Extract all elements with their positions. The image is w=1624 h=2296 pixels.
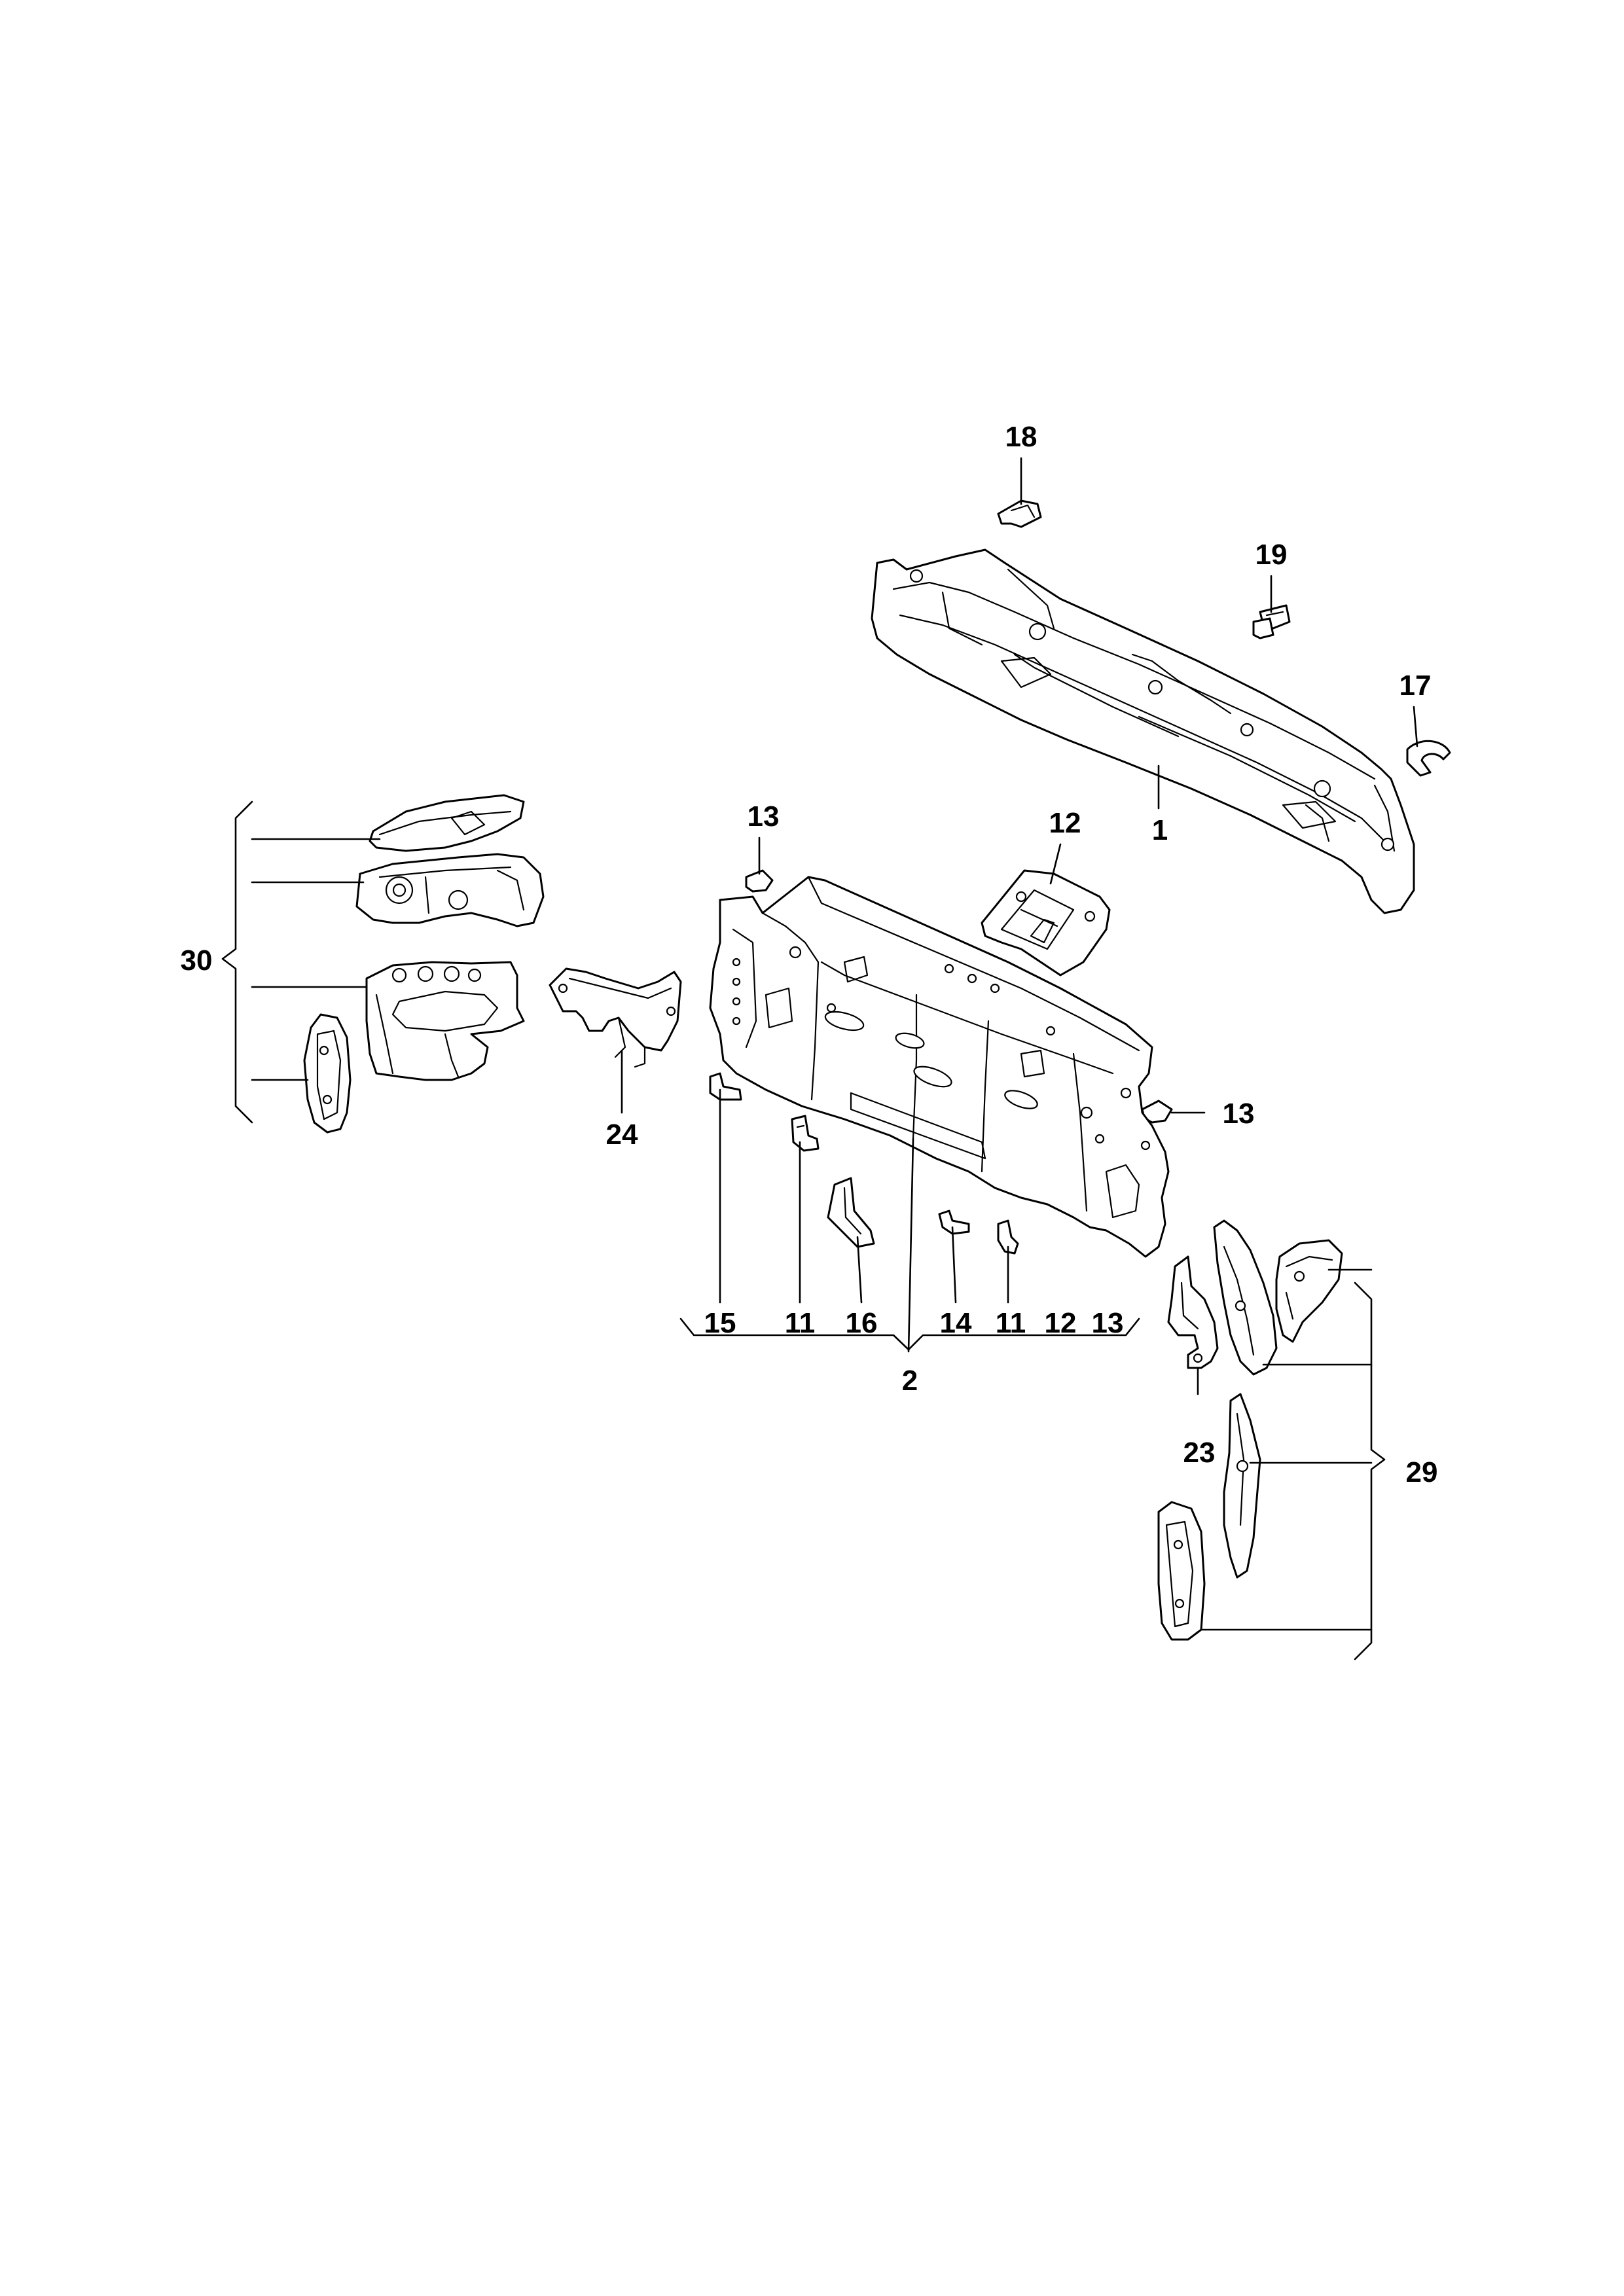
callout-23: 23 xyxy=(1183,1437,1216,1469)
part-30-upper-panel xyxy=(369,794,525,852)
part-11-clip-b xyxy=(997,1219,1019,1255)
callout-13-right: 13 xyxy=(1223,1098,1255,1130)
part-2-rear-panel xyxy=(709,876,1170,1258)
part-12-bracket xyxy=(981,869,1111,977)
callout-1: 1 xyxy=(1152,814,1168,846)
leader-lines xyxy=(251,457,1418,1631)
callout-11-a: 11 xyxy=(785,1307,816,1339)
part-18-clip xyxy=(997,499,1042,528)
group-braces xyxy=(221,800,1386,1660)
part-30-wheelhouse-panel xyxy=(365,961,525,1081)
callout-15: 15 xyxy=(704,1307,736,1339)
part-13-clip-top xyxy=(745,869,774,893)
part-29-lower-reinforcement xyxy=(1157,1501,1206,1641)
callout-17: 17 xyxy=(1399,670,1432,702)
part-29-upper-rail xyxy=(1213,1219,1278,1376)
brace-29 xyxy=(1354,1282,1386,1660)
part-23-bracket xyxy=(1167,1255,1219,1369)
callout-14: 14 xyxy=(940,1307,972,1339)
part-14-clip xyxy=(938,1210,970,1235)
callout-labels: 18 19 17 1 12 13 13 30 24 15 11 16 14 11… xyxy=(181,421,1438,1488)
part-19-bolt xyxy=(1252,604,1291,639)
callout-19: 19 xyxy=(1255,539,1288,571)
callout-18: 18 xyxy=(1005,421,1038,453)
part-16-bracket xyxy=(827,1177,875,1248)
callout-13-bottom: 13 xyxy=(1092,1307,1124,1339)
part-29-inner-rail xyxy=(1223,1393,1261,1579)
part-17-spring-clip xyxy=(1406,740,1451,777)
callout-16: 16 xyxy=(846,1307,878,1339)
callout-13-top: 13 xyxy=(748,800,780,833)
brace-30 xyxy=(221,800,253,1124)
part-15-clip xyxy=(709,1072,742,1101)
part-24-bracket xyxy=(549,967,682,1068)
part-1-rear-crossmember xyxy=(871,548,1415,914)
part-11-clip-a xyxy=(791,1115,820,1152)
callout-24: 24 xyxy=(606,1119,638,1151)
part-29-upper-gusset xyxy=(1275,1239,1343,1343)
part-30-inner-reinforcement xyxy=(303,1013,352,1134)
callout-11-b: 11 xyxy=(996,1307,1026,1339)
callout-29: 29 xyxy=(1406,1456,1438,1488)
callout-12-top: 12 xyxy=(1049,807,1081,839)
brace-2 xyxy=(679,1318,1140,1351)
callout-2: 2 xyxy=(902,1365,918,1397)
callout-30: 30 xyxy=(181,944,213,977)
callout-12-bottom: 12 xyxy=(1045,1307,1077,1339)
part-30-gusset xyxy=(355,853,545,927)
